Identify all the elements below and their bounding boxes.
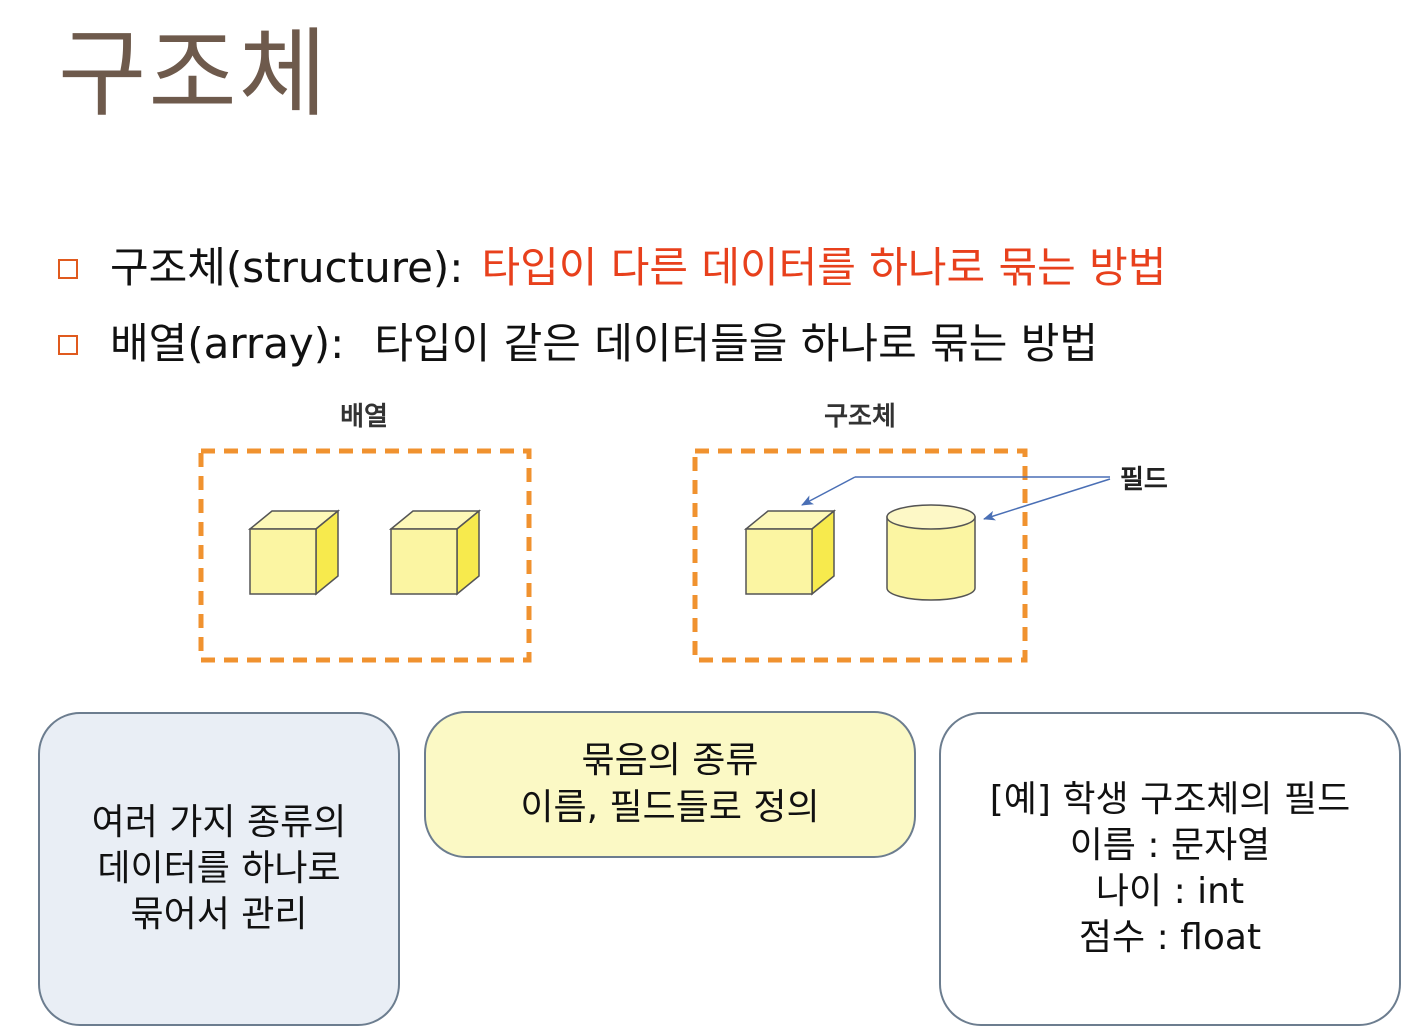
callout-line: 이름, 필드들로 정의 <box>520 786 820 828</box>
array-element-cube-2 <box>388 509 482 596</box>
callout-line: 여러 가지 종류의 <box>91 801 347 843</box>
callout-line: 묶어서 관리 <box>130 894 308 936</box>
struct-dashed-box <box>692 448 1028 663</box>
array-element-cube-1 <box>247 509 341 596</box>
array-diagram-label: 배열 <box>340 402 388 432</box>
callout-definition: 묶음의 종류 이름, 필드들로 정의 <box>424 711 916 858</box>
callout-line: 점수 : float <box>1078 917 1262 959</box>
struct-field-cylinder <box>886 504 976 601</box>
bullet-square-icon <box>58 334 78 355</box>
callout-student-example: [예] 학생 구조체의 필드 이름 : 문자열 나이 : int 점수 : fl… <box>939 712 1401 1026</box>
array-vs-struct-diagram: 배열 구조체 필드 <box>198 402 1168 663</box>
struct-diagram-label: 구조체 <box>824 402 896 432</box>
struct-field-cube <box>743 509 837 596</box>
array-dashed-box <box>198 448 532 663</box>
callout-line: 묶음의 종류 <box>581 740 759 782</box>
bullet-structure: 구조체(structure): 타입이 다른 데이터를 하나로 묶는 방법 <box>58 234 1166 295</box>
callout-line: 데이터를 하나로 <box>97 847 341 889</box>
bullet-structure-label: 구조체(structure): <box>110 243 464 292</box>
bullet-square-icon <box>58 258 78 279</box>
field-label: 필드 <box>1120 465 1168 495</box>
bullet-array-label: 배열(array): <box>110 319 345 368</box>
bullet-structure-text: 타입이 다른 데이터를 하나로 묶는 방법 <box>481 243 1167 292</box>
arrow-to-cylinder <box>983 478 1111 521</box>
slide-title: 구조체 <box>58 18 329 130</box>
bullet-array-text: 타입이 같은 데이터들을 하나로 묶는 방법 <box>374 319 1098 368</box>
callout-manage-data: 여러 가지 종류의 데이터를 하나로 묶어서 관리 <box>38 712 400 1026</box>
arrow-to-cube <box>801 476 856 506</box>
callout-line: 나이 : int <box>1095 871 1245 912</box>
callout-line: 이름 : 문자열 <box>1069 824 1271 866</box>
callout-line: [예] 학생 구조체의 필드 <box>989 778 1351 820</box>
bullet-array: 배열(array): 타입이 같은 데이터들을 하나로 묶는 방법 <box>58 310 1098 371</box>
